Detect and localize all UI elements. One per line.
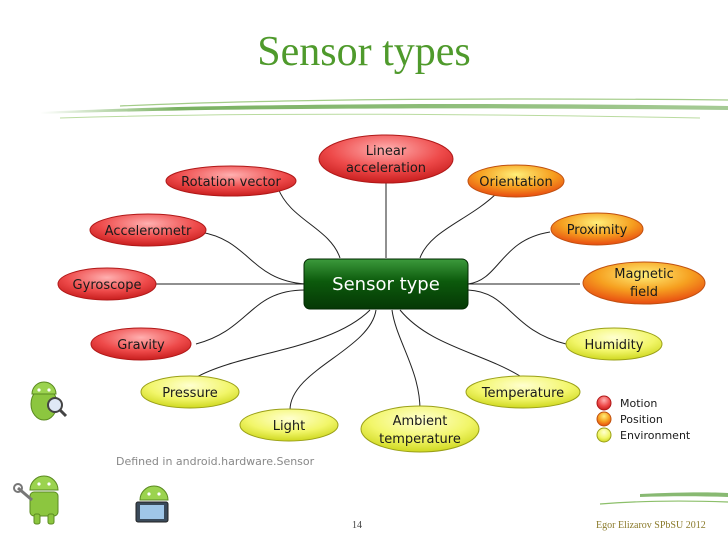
legend: Motion Position Environment	[596, 395, 691, 443]
node-label: field	[630, 285, 658, 300]
android-wrench-icon	[13, 475, 59, 525]
node-label: acceleration	[346, 161, 426, 176]
legend-environment-swatch	[596, 427, 612, 443]
node-magnetic-field: Magnetic field	[582, 261, 706, 305]
node-label: Light	[273, 419, 305, 434]
connectors	[155, 176, 580, 411]
node-ambient-temperature: Ambient temperature	[360, 405, 480, 453]
node-label: Ambient	[393, 414, 448, 429]
node-label: Pressure	[162, 386, 218, 401]
center-node-sensor-type: Sensor type	[303, 258, 469, 310]
legend-motion-swatch	[596, 395, 612, 411]
android-screen-icon	[135, 485, 169, 523]
node-pressure: Pressure	[140, 375, 240, 409]
node-proximity: Proximity	[550, 212, 644, 246]
node-label: Accelerometr	[105, 224, 192, 239]
node-label: Magnetic	[614, 267, 674, 282]
page-number: 14	[352, 520, 362, 531]
node-label: Humidity	[585, 338, 644, 353]
node-accelerometr: Accelerometr	[89, 213, 207, 247]
node-label: Temperature	[481, 386, 564, 401]
source-note: Defined in android.hardware.Sensor	[116, 455, 315, 468]
node-light: Light	[239, 408, 339, 442]
node-linear-acceleration: Linear acceleration	[318, 134, 454, 184]
footer-brush-stroke	[599, 492, 728, 505]
node-label: Linear	[366, 144, 407, 159]
node-label: Gravity	[117, 338, 165, 353]
header-brush-stroke	[40, 98, 728, 119]
android-magnifier-icon	[30, 381, 68, 421]
center-node-label: Sensor type	[332, 274, 440, 295]
node-humidity: Humidity	[565, 327, 663, 361]
legend-motion-label: Motion	[620, 397, 657, 410]
node-label: Proximity	[567, 223, 628, 238]
slide-title: Sensor types	[257, 29, 471, 75]
node-label: Orientation	[479, 175, 552, 190]
node-orientation: Orientation	[467, 164, 565, 198]
node-gyroscope: Gyroscope	[57, 267, 157, 301]
node-rotation-vector: Rotation vector	[165, 165, 297, 197]
legend-environment-label: Environment	[620, 429, 691, 442]
node-gravity: Gravity	[90, 327, 192, 361]
legend-position-label: Position	[620, 413, 663, 426]
node-label: temperature	[379, 432, 461, 447]
footer-author: Egor Elizarov SPbSU 2012	[596, 520, 706, 531]
legend-position-swatch	[596, 411, 612, 427]
node-label: Gyroscope	[73, 278, 142, 293]
node-label: Rotation vector	[181, 175, 281, 190]
node-temperature: Temperature	[465, 375, 581, 409]
